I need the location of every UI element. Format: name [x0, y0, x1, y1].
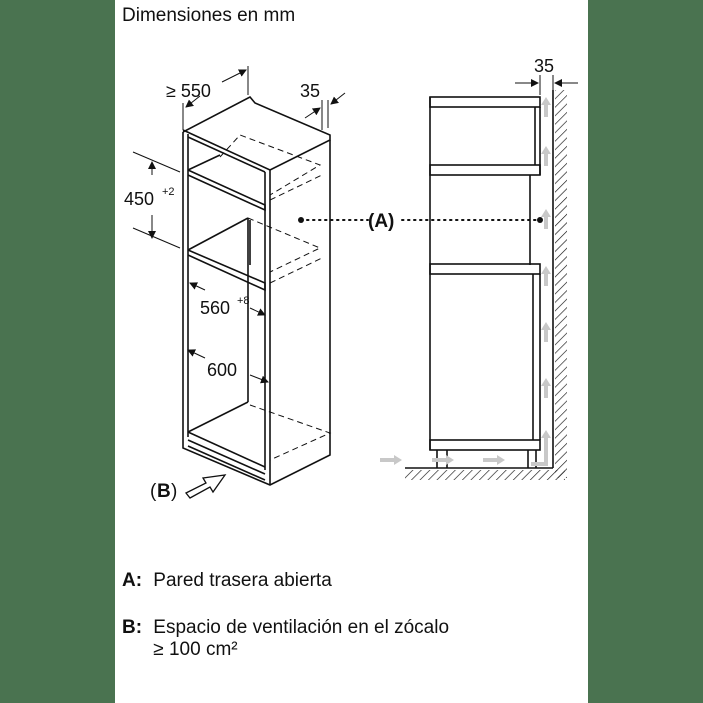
inner-width-label: 560	[200, 298, 230, 318]
airflow-up-icon	[541, 146, 551, 166]
airflow-up-icon	[541, 378, 551, 398]
airflow-right-icon	[432, 455, 454, 465]
hidden-lines	[219, 134, 332, 461]
side-gap-dimension	[515, 75, 578, 95]
outer-width-label: 600	[207, 360, 237, 380]
top-gap-dimension-label: 35	[300, 81, 320, 101]
depth-dimension-label: ≥ 550	[166, 81, 211, 101]
airflow-right-icon	[380, 455, 402, 465]
marker-b-letter: B	[157, 481, 171, 502]
marker-a-label: (A)	[368, 211, 394, 232]
legend-key: B:	[122, 617, 143, 638]
legend-text-line2: ≥ 100 cm²	[153, 639, 238, 660]
legend-text-block: Espacio de ventilación en el zócalo ≥ 10…	[153, 617, 449, 661]
airflow-up-icon	[541, 209, 551, 229]
niche-height-tolerance: +2	[162, 186, 175, 198]
marker-a: (A)	[298, 211, 543, 232]
marker-b: ( B )	[150, 474, 227, 502]
legend-key: A:	[122, 570, 143, 591]
airflow-up-icon	[541, 97, 551, 117]
wall-hatch	[555, 90, 567, 478]
airflow-up-icon	[541, 322, 551, 342]
page-title: Dimensiones en mm	[122, 5, 296, 26]
legend-text: Pared trasera abierta	[153, 570, 332, 591]
side-gap-label: 35	[534, 56, 554, 76]
airflow-corner-icon	[531, 430, 551, 466]
airflow-arrows	[380, 97, 551, 466]
dimension-lines	[132, 66, 346, 384]
legend-text: Espacio de ventilación en el zócalo	[153, 617, 450, 638]
cabinet-isometric	[182, 95, 331, 486]
inner-width-tolerance: +8	[237, 295, 250, 307]
legend-item-a: A: Pared trasera abierta	[122, 570, 332, 592]
ventilation-arrow-icon	[184, 474, 227, 499]
airflow-right-icon	[483, 455, 505, 465]
marker-b-close: )	[171, 481, 177, 502]
legend-item-b: B: Espacio de ventilación en el zócalo ≥…	[122, 617, 449, 661]
niche-height-label: 450	[124, 189, 154, 209]
floor-hatch	[405, 470, 565, 480]
cabinet-side-view	[405, 90, 554, 469]
airflow-up-icon	[541, 266, 551, 286]
marker-b-open: (	[150, 481, 157, 502]
